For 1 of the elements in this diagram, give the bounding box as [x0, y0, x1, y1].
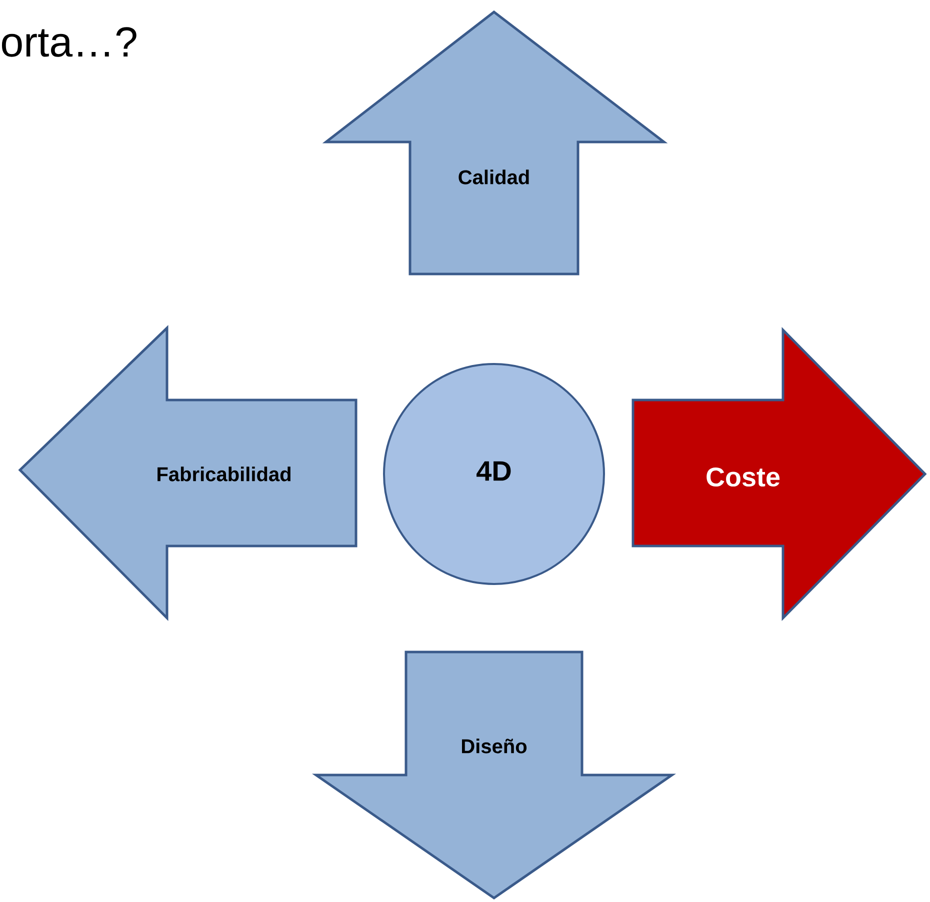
title: orta…?: [2, 27, 136, 57]
